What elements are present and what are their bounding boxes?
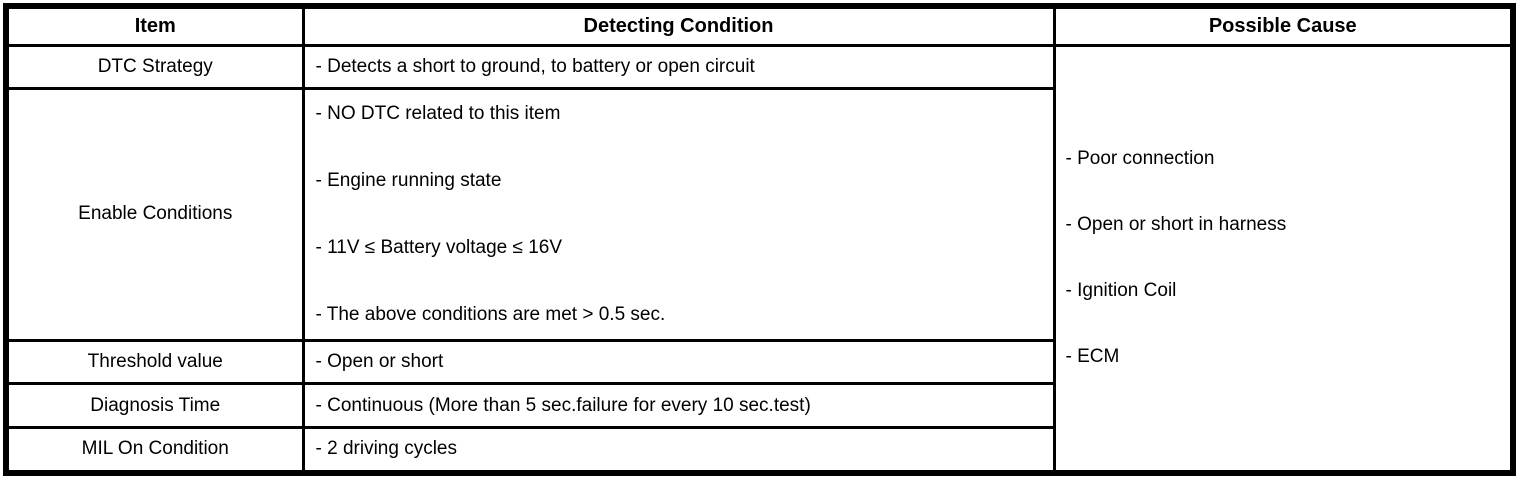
condition-line: - The above conditions are met > 0.5 sec… [315, 303, 666, 325]
condition-line: - 2 driving cycles [315, 438, 458, 460]
condition-line: - Engine running state [315, 169, 502, 191]
dtc-detecting-condition-table: Item Detecting Condition Possible Cause … [3, 3, 1516, 476]
condition-line: - 11V ≤ Battery voltage ≤ 16V [315, 236, 563, 258]
header-row: Item Detecting Condition Possible Cause [4, 4, 1515, 47]
possible-cause-item: - Open or short in harness [1065, 214, 1287, 236]
item-label-threshold-value: Threshold value [4, 338, 305, 386]
condition-line: - Open or short [315, 350, 444, 372]
possible-cause-item: - ECM [1065, 346, 1120, 368]
condition-cell-enable-conditions: - NO DTC related to this item - Engine r… [301, 87, 1056, 342]
item-label-dtc-strategy: DTC Strategy [4, 43, 305, 91]
table-row-diagnosis-time: Diagnosis Time - Continuous (More than 5… [4, 382, 1513, 429]
column-header-detecting-condition: Detecting Condition [301, 4, 1056, 47]
table-row-dtc-strategy: DTC Strategy - Detects a short to ground… [4, 43, 1515, 475]
condition-cell-threshold-value: - Open or short [301, 338, 1056, 386]
possible-cause-item: - Ignition Coil [1065, 280, 1177, 302]
condition-line: - Detects a short to ground, to battery … [315, 55, 755, 77]
condition-list: - NO DTC related to this item - Engine r… [316, 103, 1045, 326]
condition-cell-diagnosis-time: - Continuous (More than 5 sec.failure fo… [301, 382, 1056, 429]
possible-cause-cell: - Poor connection - Open or short in har… [1052, 43, 1515, 475]
condition-line: - NO DTC related to this item [315, 102, 561, 124]
item-label-mil-on-condition: MIL On Condition [4, 425, 305, 475]
condition-line: - Continuous (More than 5 sec.failure fo… [315, 394, 811, 416]
column-header-item: Item [4, 4, 305, 47]
item-label-enable-conditions: Enable Conditions [4, 87, 305, 342]
column-header-possible-cause: Possible Cause [1052, 4, 1515, 47]
condition-cell-mil-on-condition: - 2 driving cycles [301, 425, 1056, 475]
possible-cause-list: - Poor connection - Open or short in har… [1066, 148, 1503, 368]
item-label-diagnosis-time: Diagnosis Time [4, 382, 305, 429]
table-row-threshold-value: Threshold value - Open or short [4, 338, 1513, 386]
table-row-mil-on-condition: MIL On Condition - 2 driving cycles [4, 425, 1513, 475]
table-row-enable-conditions: Enable Conditions - NO DTC related to th… [4, 87, 1513, 342]
condition-cell-dtc-strategy: - Detects a short to ground, to battery … [301, 43, 1056, 91]
possible-cause-item: - Poor connection [1065, 148, 1215, 170]
